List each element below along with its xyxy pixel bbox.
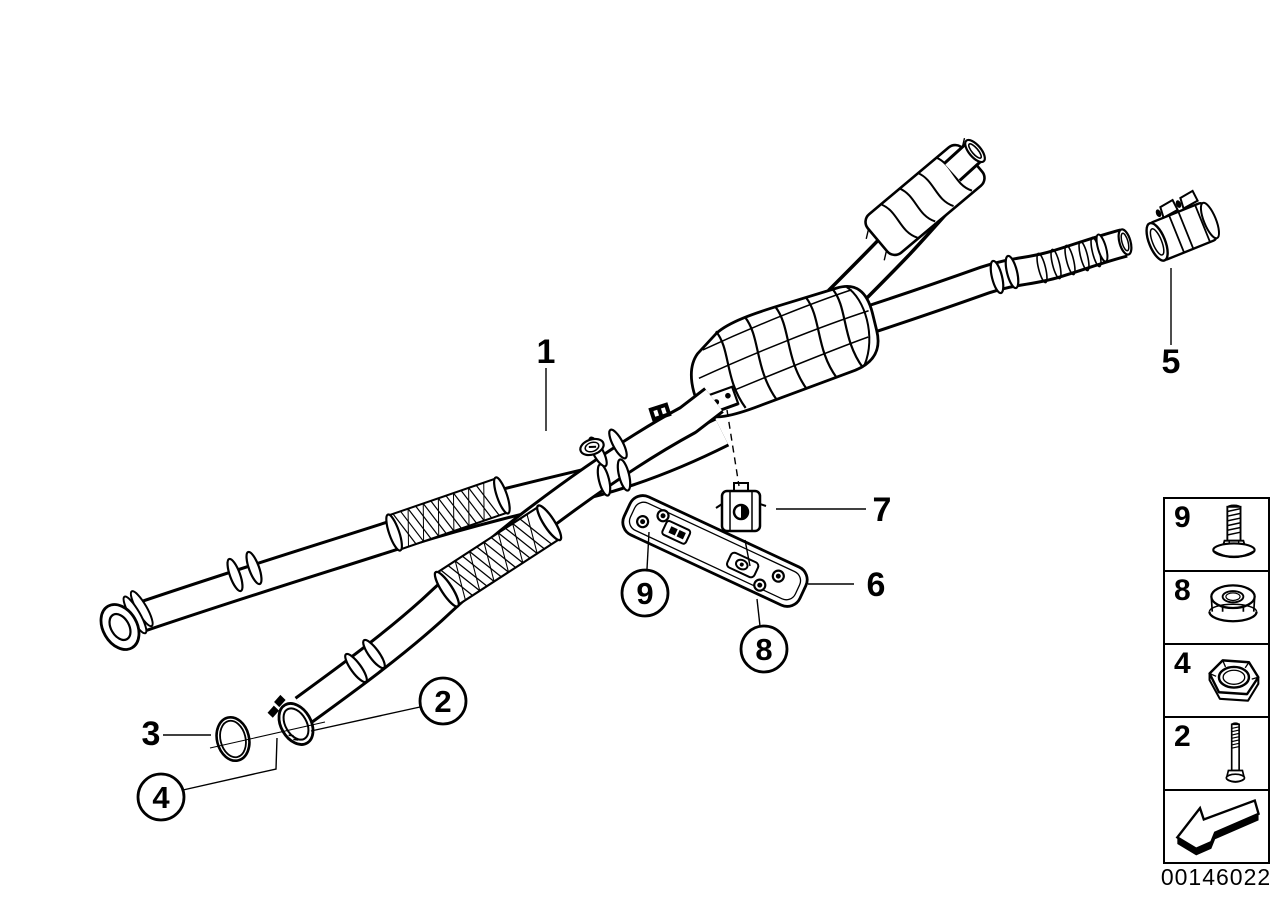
- v-band-clamp: [267, 694, 315, 746]
- svg-text:5: 5: [1162, 343, 1181, 381]
- hex-nut-icon: [1208, 658, 1260, 702]
- bolt-icon: [1225, 721, 1246, 783]
- legend-label: 2: [1174, 720, 1191, 753]
- legend-item-8[interactable]: 8: [1165, 570, 1268, 643]
- callout-8[interactable]: 8: [739, 624, 789, 674]
- svg-text:9: 9: [636, 576, 653, 611]
- pipe-clamp: [1145, 189, 1220, 262]
- rubber-mount: [715, 482, 767, 533]
- center-muffler: [690, 285, 880, 419]
- svg-text:3: 3: [142, 715, 161, 753]
- legend-label: 9: [1174, 501, 1191, 534]
- sensor-boss: [579, 437, 605, 457]
- callout-9[interactable]: 9: [620, 568, 670, 618]
- callout-7[interactable]: 7: [873, 491, 892, 529]
- flange-nut-icon: [1208, 583, 1258, 622]
- svg-text:1: 1: [537, 333, 556, 371]
- legend-label: 4: [1174, 647, 1191, 680]
- legend-item-9[interactable]: 9: [1165, 499, 1268, 570]
- svg-text:2: 2: [434, 684, 451, 719]
- gasket-ring: [215, 716, 251, 762]
- svg-text:8: 8: [755, 632, 772, 667]
- front-flange: [99, 590, 154, 651]
- legend-arrow-cell[interactable]: [1165, 789, 1268, 862]
- callout-6[interactable]: 6: [867, 566, 886, 604]
- direction-arrow-icon: [1175, 798, 1260, 855]
- mounting-plate: [621, 494, 809, 608]
- callout-1[interactable]: 1: [537, 333, 556, 371]
- pipe-clip-bracket: [648, 402, 672, 422]
- legend-label: 8: [1174, 574, 1191, 607]
- fastener-legend: 9 8 4 2: [1163, 497, 1270, 864]
- callout-5[interactable]: 5: [1162, 343, 1181, 381]
- legend-item-2[interactable]: 2: [1165, 716, 1268, 789]
- leader-lines: [163, 268, 1172, 791]
- callout-2[interactable]: 2: [418, 676, 468, 726]
- svg-text:6: 6: [867, 566, 886, 604]
- callout-4[interactable]: 4: [136, 772, 186, 822]
- callout-3[interactable]: 3: [142, 715, 161, 753]
- legend-item-4[interactable]: 4: [1165, 643, 1268, 716]
- rear-pipe-ribs: [1036, 236, 1102, 284]
- rear-pipe-tip: [943, 138, 986, 182]
- image-number: 00146022: [1160, 864, 1272, 890]
- assembly-axis-line: [209, 721, 326, 749]
- svg-text:4: 4: [152, 780, 170, 815]
- svg-text:7: 7: [873, 491, 892, 529]
- screw-with-washer-icon: [1212, 504, 1256, 558]
- rear-pipe-lower: [857, 228, 1133, 337]
